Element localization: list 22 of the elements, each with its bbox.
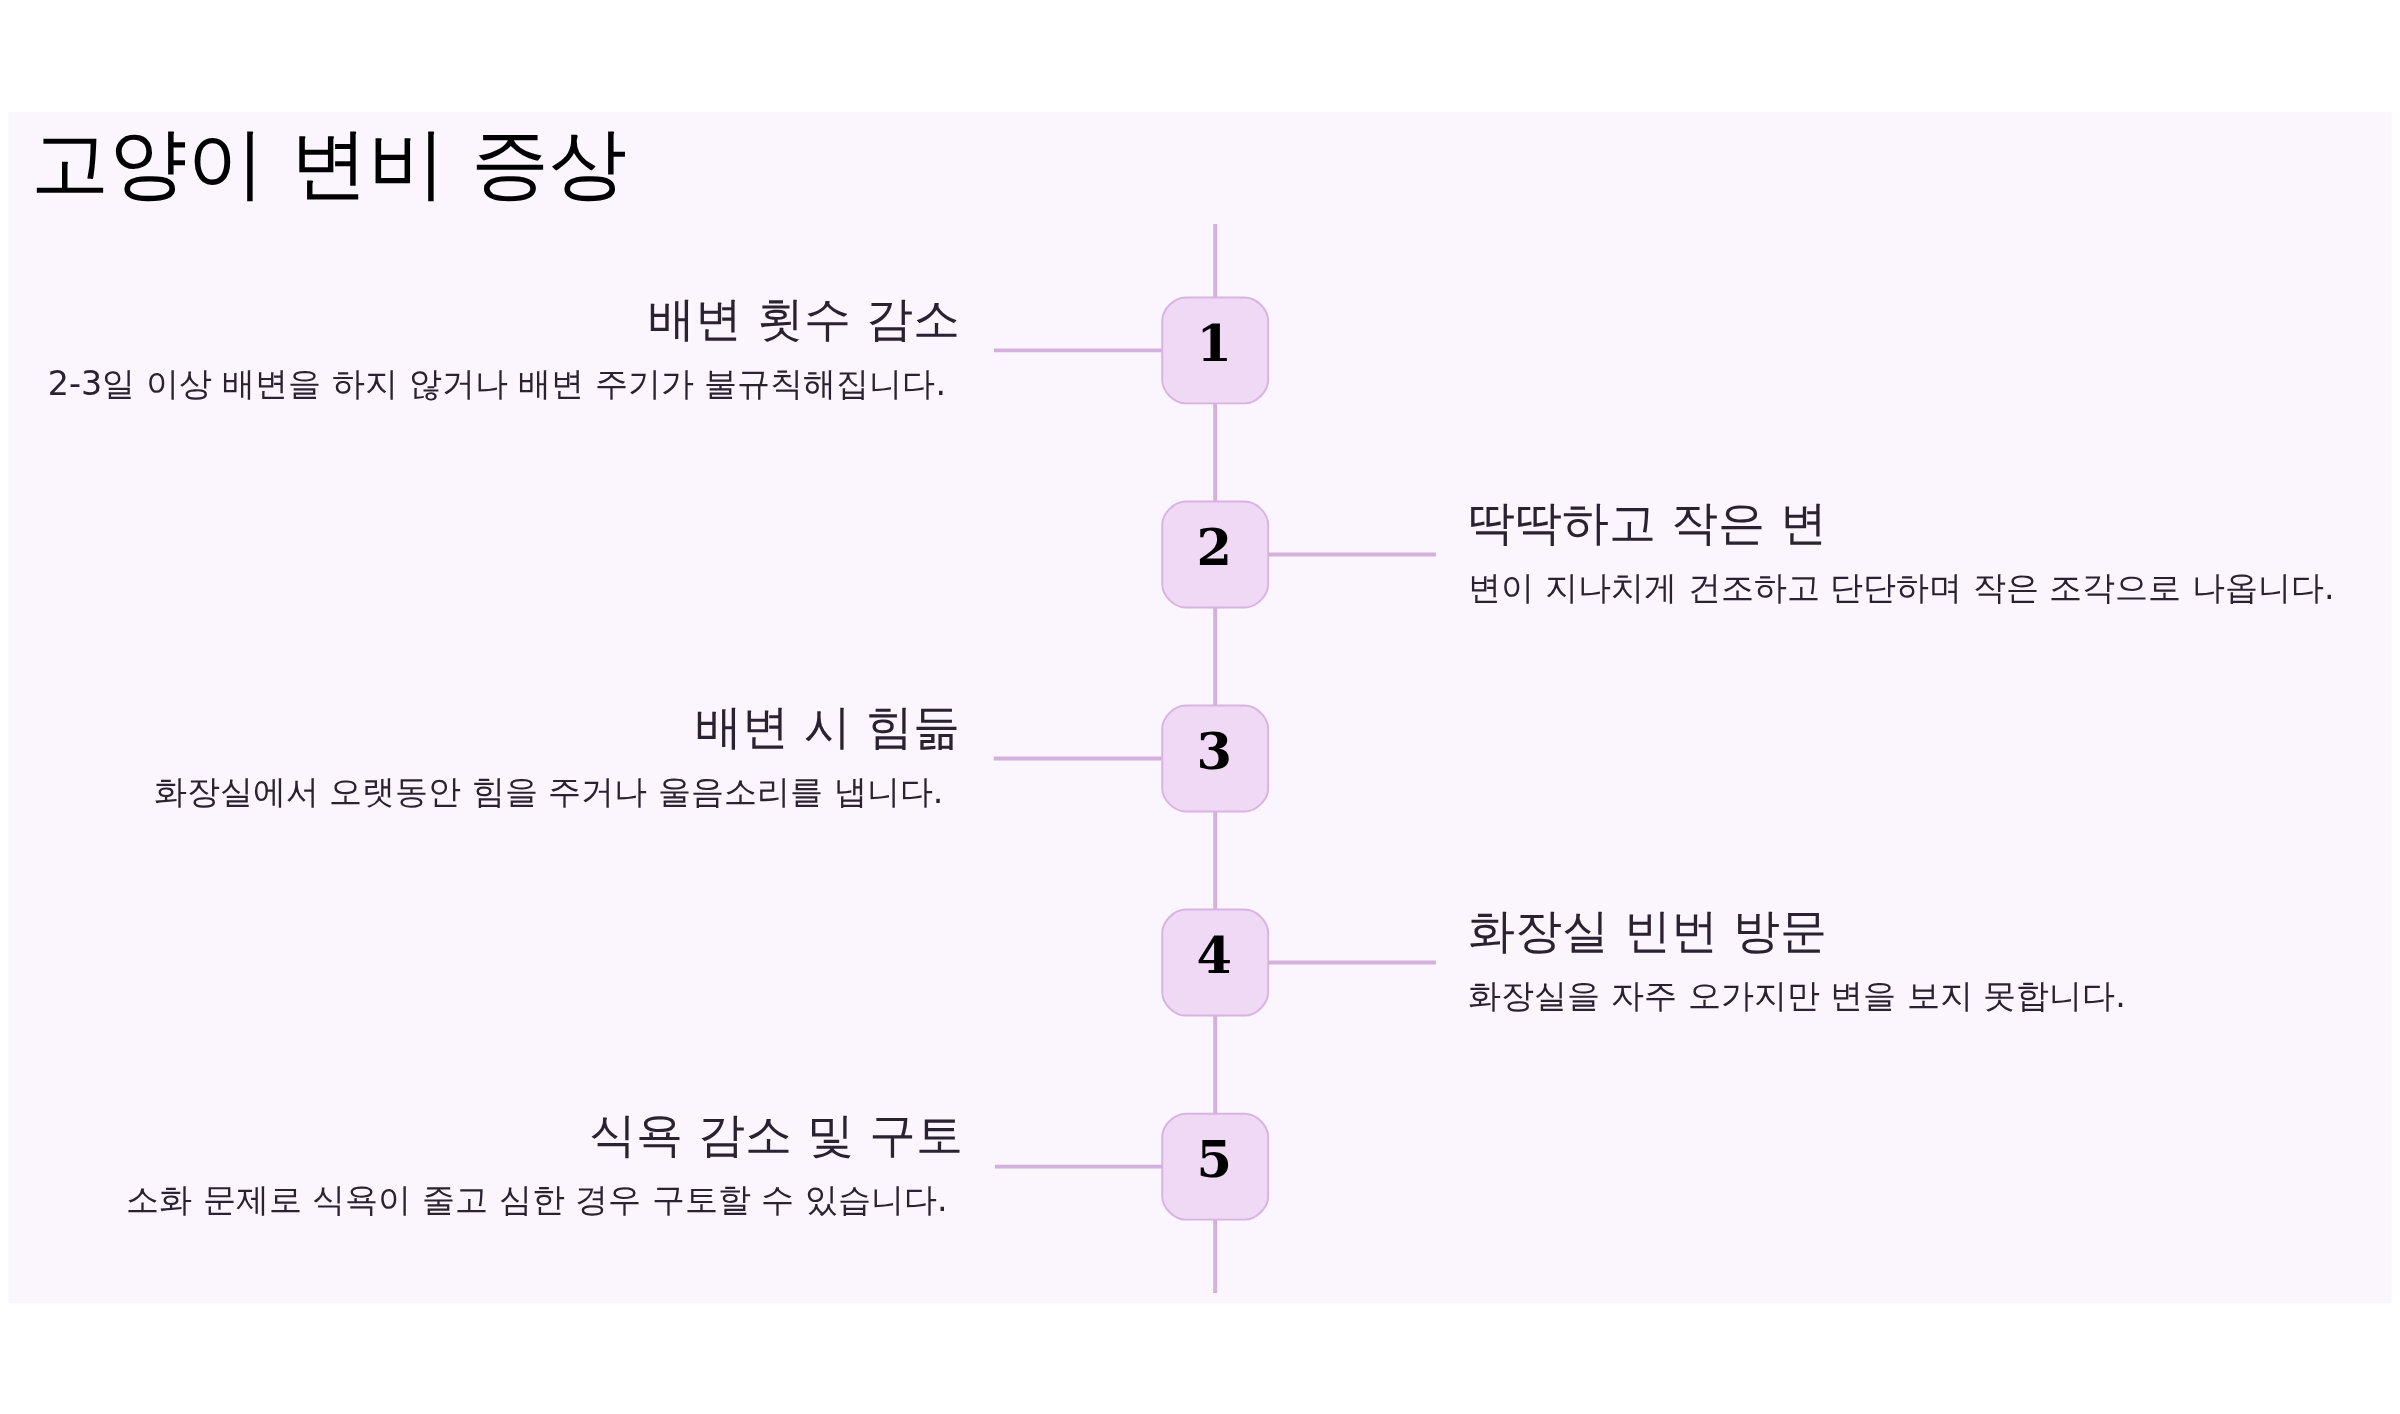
node-box: 2: [1161, 500, 1270, 608]
connector: [1213, 811, 1218, 909]
connector: [1213, 402, 1218, 501]
connector: [1268, 960, 1436, 965]
connector: [995, 1164, 1162, 1169]
node-box: 1: [1161, 295, 1270, 404]
node-box: 5: [1161, 1112, 1270, 1221]
diagram-title: 고양이 변비 증상: [31, 116, 628, 209]
node-text: 딱딱하고 작은 변 변이 지나치게 건조하고 단단하며 작은 조각으로 나옵니다.: [1468, 494, 2335, 607]
node-text: 배변 횟수 감소 2-3일 이상 배변을 하지 않거나 배변 주기가 불규칙해집니다.: [47, 290, 961, 403]
connector: [1213, 1015, 1218, 1113]
node-text: 배변 시 힘듦 화장실에서 오랫동안 힘을 주거나 울음소리를 냅니다.: [153, 698, 961, 811]
connector: [1213, 1219, 1218, 1293]
connector: [1268, 552, 1436, 556]
connector: [993, 756, 1162, 760]
node-box: 4: [1161, 908, 1270, 1017]
node-text: 식욕 감소 및 구토 소화 문제로 식욕이 줄고 심한 경우 구토할 수 있습니다.: [126, 1106, 964, 1219]
node-box: 3: [1161, 704, 1270, 812]
connector: [1213, 606, 1218, 705]
connector: [993, 347, 1162, 352]
connector: [1213, 223, 1218, 297]
node-text: 화장실 빈번 방문 화장실을 자주 오가지만 변을 보지 못합니다.: [1468, 902, 2126, 1015]
